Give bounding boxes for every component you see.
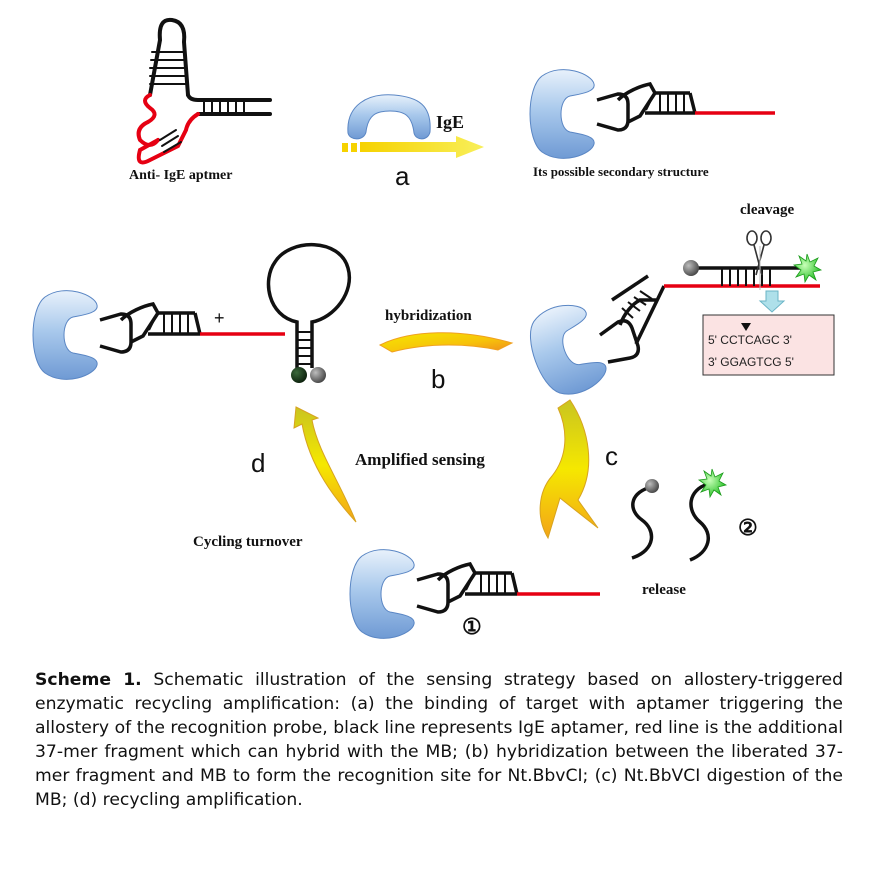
anti-ige-aptmer-label: Anti- IgE aptmer (129, 168, 232, 183)
amplified-sensing-label: Amplified sensing (355, 450, 485, 469)
plus-sign: + (214, 308, 225, 328)
recognition-site-box (702, 314, 835, 376)
sequence-bottom: 3' GGAGTCG 5' (708, 355, 794, 369)
product-2-label: ② (738, 515, 758, 540)
scheme-diagram: Anti- IgE aptmer IgE a Its possible seco… (32, 17, 835, 639)
hybridized-complex (519, 230, 822, 404)
arrow-b (378, 332, 514, 353)
caption-title: Scheme 1. (35, 670, 142, 690)
ige-label: IgE (436, 112, 464, 132)
hybridization-label: hybridization (385, 308, 472, 324)
step-b-label: b (431, 364, 445, 394)
released-fragments (631, 482, 711, 562)
ige-protein (347, 94, 431, 140)
secondary-structure-label: Its possible secondary structure (533, 164, 709, 179)
arrow-d (293, 406, 357, 523)
arrow-c (539, 399, 599, 540)
anti-ige-aptamer-structure (136, 17, 272, 165)
sequence-top: 5' CCTCAGC 3' (708, 333, 792, 347)
recycled-probe (349, 549, 600, 639)
step-d-label: d (251, 448, 265, 478)
step-a-label: a (395, 161, 410, 191)
recognition-probe (32, 290, 285, 380)
molecular-beacon (266, 242, 352, 383)
figure-caption: Scheme 1. Schematic illustration of the … (35, 668, 843, 812)
digest-arrow (758, 290, 786, 313)
bound-probe-structure (529, 69, 775, 159)
release-label: release (642, 582, 686, 598)
cleavage-label: cleavage (740, 202, 794, 218)
product-1-label: ① (462, 614, 482, 639)
arrow-a (342, 136, 484, 158)
step-c-label: c (605, 441, 618, 471)
cycling-turnover-label: Cycling turnover (193, 534, 303, 550)
caption-text: Schematic illustration of the sensing st… (35, 670, 844, 810)
